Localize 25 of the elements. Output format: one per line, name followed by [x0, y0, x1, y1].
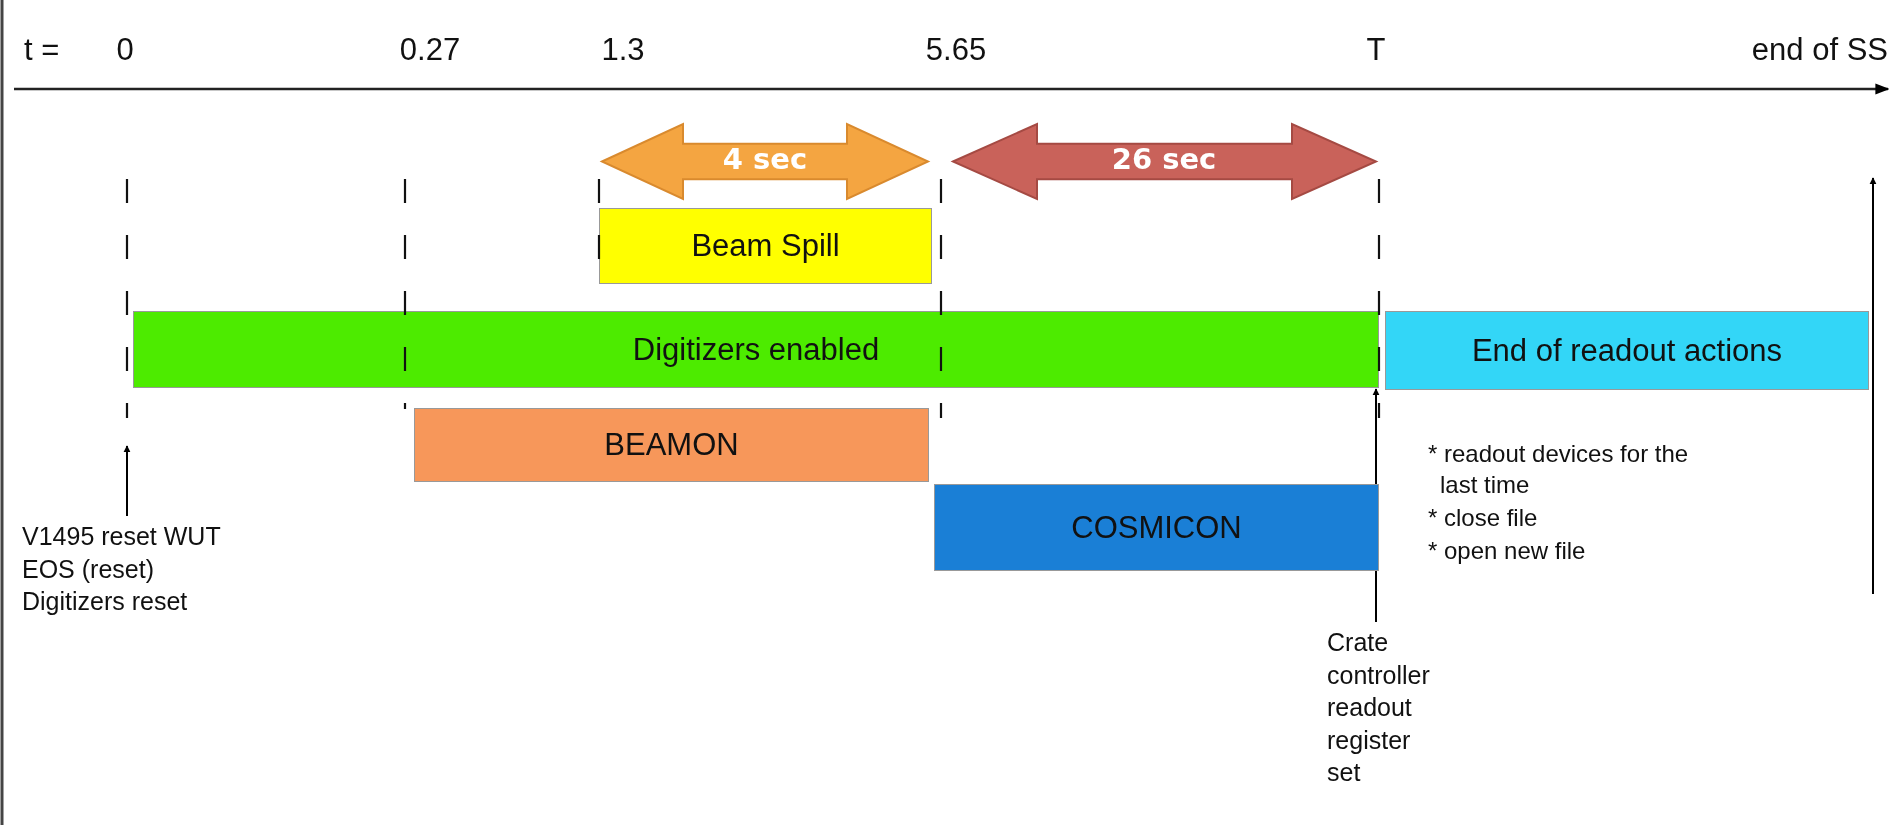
- time-tick-label: 5.65: [925, 32, 987, 68]
- time-tick-label: T: [1366, 32, 1386, 68]
- pointer-arrow: [123, 445, 131, 517]
- phase-label: Digitizers enabled: [632, 331, 880, 368]
- time-tick-label: 0.27: [399, 32, 461, 68]
- phase-bar: [1385, 311, 1869, 390]
- event-note: Crate controller readout register set: [1327, 627, 1431, 788]
- phase-bar: [414, 408, 929, 482]
- phase-bar: [133, 311, 1379, 388]
- action-note: * close file: [1428, 503, 1539, 533]
- duration-label: 26 sec: [1111, 142, 1217, 176]
- phase-label: Beam Spill: [691, 228, 840, 264]
- action-note: * readout devices for the last time: [1428, 439, 1690, 501]
- time-tick-label: end of SS: [1751, 32, 1888, 68]
- time-tick-label: 0: [116, 32, 134, 68]
- time-tick-label: t =: [24, 32, 60, 68]
- phase-bar: [599, 208, 932, 284]
- phase-label: COSMICON: [1071, 509, 1242, 546]
- event-note: V1495 reset WUT EOS (reset) Digitizers reset: [22, 521, 221, 617]
- phase-label: End of readout actions: [1471, 332, 1783, 369]
- duration-label: 4 sec: [722, 142, 808, 176]
- time-tick-label: 1.3: [601, 32, 645, 68]
- phase-bar: [934, 484, 1379, 571]
- action-note: * open new file: [1428, 536, 1587, 566]
- phase-label: BEAMON: [604, 427, 739, 463]
